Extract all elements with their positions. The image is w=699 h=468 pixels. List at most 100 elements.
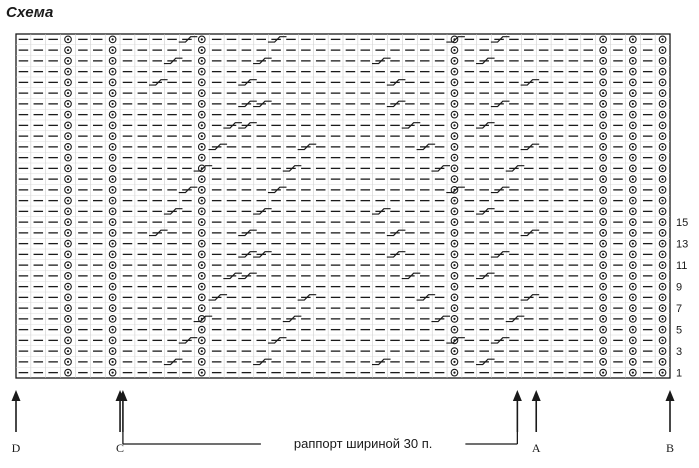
eyelet-center — [602, 113, 605, 116]
eyelet-center — [66, 274, 70, 277]
eyelet-symbol — [197, 368, 206, 377]
eyelet-center — [661, 135, 664, 138]
eyelet-symbol — [197, 218, 206, 226]
cable-cross-symbol — [297, 294, 317, 301]
eyelet-symbol — [197, 272, 206, 280]
cable-cross-symbol — [416, 294, 436, 301]
eyelet-symbol — [197, 78, 206, 87]
eyelet-center — [661, 92, 664, 95]
eyelet-center — [631, 285, 634, 288]
eyelet-symbol — [658, 132, 667, 140]
eyelet-center — [631, 124, 634, 127]
eyelet-center — [661, 307, 664, 310]
eyelet-symbol — [628, 368, 637, 377]
eyelet-symbol — [64, 164, 72, 173]
eyelet-center — [602, 156, 605, 159]
eyelet-center — [111, 145, 114, 148]
eyelet-symbol — [108, 175, 117, 183]
eyelet-center — [631, 339, 634, 342]
eyelet-center — [111, 317, 114, 320]
eyelet-symbol — [628, 250, 637, 259]
eyelet-symbol — [64, 282, 72, 291]
eyelet-symbol — [658, 325, 667, 334]
eyelet-symbol — [628, 358, 637, 366]
cable-cross-symbol — [520, 143, 540, 151]
cable-cross-symbol — [490, 100, 510, 108]
eyelet-symbol — [658, 100, 667, 108]
eyelet-symbol — [108, 153, 117, 162]
eyelet-center — [661, 199, 664, 202]
eyelet-symbol — [64, 239, 72, 248]
eyelet-center — [453, 59, 456, 62]
cable-cross-symbol — [163, 208, 183, 215]
row-number: 15 — [676, 217, 688, 229]
eyelet-symbol — [197, 207, 206, 216]
eyelet-symbol — [450, 368, 459, 377]
eyelet-symbol — [450, 315, 459, 323]
cable-cross-symbol — [371, 358, 391, 366]
eyelet-center — [111, 328, 114, 331]
eyelet-center — [200, 135, 203, 138]
eyelet-symbol — [658, 175, 667, 183]
eyelet-symbol — [628, 218, 637, 226]
eyelet-symbol — [628, 304, 637, 312]
eyelet-center — [602, 167, 605, 170]
eyelet-symbol — [64, 325, 72, 334]
eyelet-center — [66, 328, 70, 331]
arrow-head — [118, 390, 128, 401]
eyelet-symbol — [197, 121, 206, 130]
cable-cross-symbol — [490, 36, 510, 43]
eyelet-center — [631, 253, 634, 256]
eyelet-center — [66, 296, 70, 299]
eyelet-center — [631, 135, 634, 138]
repeat-arrow-end — [512, 390, 522, 432]
eyelet-center — [111, 49, 114, 52]
eyelet-center — [661, 178, 664, 181]
eyelet-center — [66, 285, 70, 288]
marker-arrow-a — [531, 390, 541, 432]
eyelet-symbol — [450, 218, 459, 226]
eyelet-symbol — [599, 46, 607, 54]
eyelet-symbol — [599, 35, 607, 44]
eyelet-symbol — [108, 196, 117, 205]
eyelet-center — [200, 178, 203, 181]
eyelet-symbol — [599, 336, 607, 345]
eyelet-symbol — [64, 121, 72, 130]
eyelet-symbol — [64, 89, 72, 97]
eyelet-symbol — [197, 261, 206, 269]
eyelet-center — [453, 92, 456, 95]
eyelet-center — [111, 70, 114, 73]
eyelet-center — [453, 145, 456, 148]
eyelet-center — [602, 49, 605, 52]
eyelet-center — [111, 59, 114, 62]
eyelet-symbol — [450, 132, 459, 140]
eyelet-center — [661, 167, 664, 170]
cable-cross-symbol — [163, 358, 183, 366]
cable-cross-symbol — [267, 337, 287, 344]
eyelet-symbol — [197, 347, 206, 355]
marker-label-d: D — [12, 441, 21, 455]
eyelet-center — [453, 264, 456, 267]
eyelet-symbol — [658, 110, 667, 119]
cable-cross-symbol — [149, 229, 168, 237]
eyelet-center — [661, 339, 664, 342]
eyelet-center — [111, 296, 114, 299]
eyelet-symbol — [64, 67, 72, 76]
eyelet-symbol — [108, 67, 117, 76]
eyelet-symbol — [197, 89, 206, 97]
eyelet-symbol — [450, 110, 459, 119]
eyelet-center — [661, 253, 664, 256]
stitch-symbols — [18, 35, 667, 377]
eyelet-center — [661, 264, 664, 267]
eyelet-center — [631, 59, 634, 62]
eyelet-center — [631, 92, 634, 95]
eyelet-symbol — [197, 336, 206, 345]
eyelet-symbol — [658, 89, 667, 97]
eyelet-symbol — [599, 121, 607, 130]
eyelet-center — [602, 307, 605, 310]
eyelet-symbol — [599, 110, 607, 119]
eyelet-center — [602, 360, 605, 363]
eyelet-symbol — [197, 282, 206, 291]
eyelet-center — [200, 156, 203, 159]
eyelet-symbol — [599, 186, 607, 194]
